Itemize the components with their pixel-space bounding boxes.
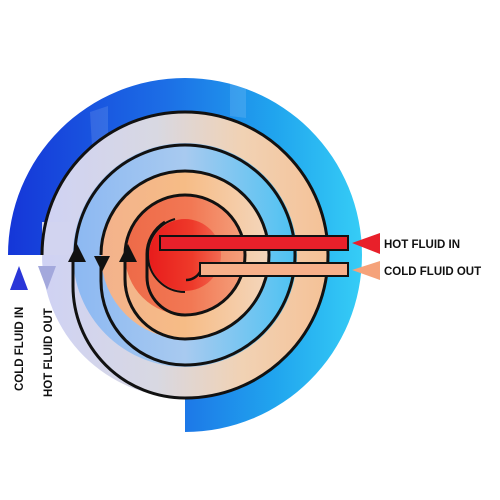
spiral-wall-outer (40, 110, 330, 400)
flow-down-icon (94, 256, 110, 272)
cold-fluid-out-label: COLD FLUID OUT (384, 266, 481, 278)
spiral-wall-inner (99, 169, 271, 341)
pipes (159, 235, 349, 277)
spiral-wall-centre (146, 218, 186, 293)
cold-fluid-out-arrow-icon (352, 261, 380, 280)
cold-fluid-in-arrow-icon (10, 266, 28, 290)
hot-fluid-in-arrow-icon (352, 233, 380, 254)
hot-fluid-pipe (159, 235, 349, 251)
hot-fluid-in-label: HOT FLUID IN (384, 239, 460, 251)
spiral-wall-core (123, 193, 247, 317)
cold-fluid-pipe (199, 262, 349, 277)
spiral-body (8, 78, 362, 432)
cold-fluid-in-label: COLD FLUID IN (14, 307, 26, 391)
flow-arrows (68, 244, 137, 272)
hot-fluid-out-arrow-icon (38, 266, 56, 290)
spiral-channel-2-tail (42, 222, 75, 255)
flow-up-icon (119, 244, 137, 262)
hot-fluid-out-label: HOT FLUID OUT (43, 308, 55, 397)
spiral-wall-mid (73, 143, 297, 367)
flow-up-icon (68, 244, 86, 262)
spiral-core (149, 219, 221, 291)
